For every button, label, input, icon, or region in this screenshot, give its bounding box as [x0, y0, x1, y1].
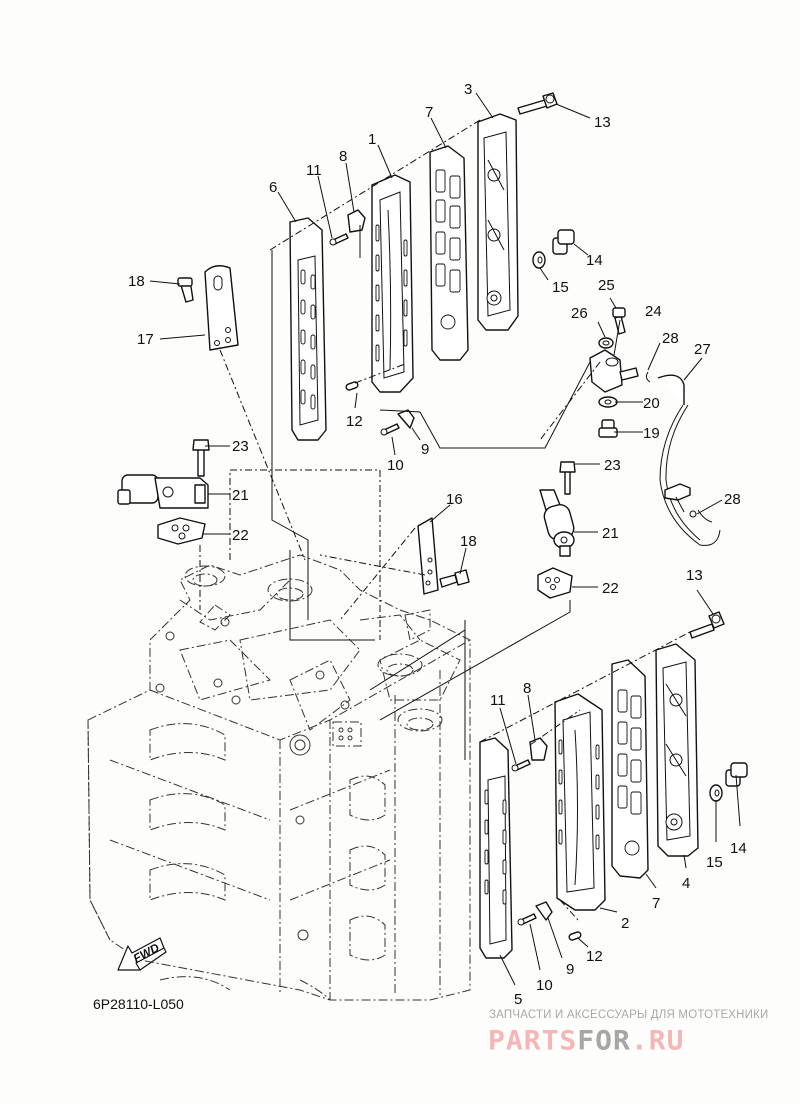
- part-2-exhaust-cover-lower: [554, 693, 606, 911]
- callout-14: 14: [730, 840, 747, 857]
- leader-lines: [149, 92, 741, 986]
- callout-13: 13: [686, 567, 703, 584]
- part-9-clamp-upper: [397, 409, 415, 429]
- callout-12: 12: [586, 948, 603, 965]
- part-25-bolt: [612, 307, 626, 335]
- callout-8: 8: [523, 680, 531, 697]
- part-14-plug-lower: [725, 762, 748, 787]
- part-22-gasket-right: [537, 567, 573, 599]
- callout-4: 4: [682, 875, 690, 892]
- callout-22: 22: [602, 580, 619, 597]
- part-15-washer-lower: [709, 784, 723, 802]
- part-9-clamp-lower: [535, 901, 553, 921]
- part-16-bracket: [417, 517, 439, 595]
- watermark-logo-for: FOR: [577, 1024, 631, 1057]
- watermark-logo: PARTSFOR.RU: [488, 1025, 684, 1056]
- callout-6: 6: [269, 179, 277, 196]
- part-17-bracket: [204, 265, 239, 351]
- part-11-screw-upper: [329, 233, 349, 246]
- part-4-exhaust-outer-cover-lower: [655, 643, 699, 857]
- callout-3: 3: [464, 81, 472, 98]
- part-21-solenoid-valve-right: [539, 489, 575, 557]
- callout-2: 2: [621, 915, 629, 932]
- part-26-washer: [598, 337, 614, 349]
- callout-20: 20: [643, 395, 660, 412]
- callout-1: 1: [368, 131, 376, 148]
- callout-27: 27: [694, 341, 711, 358]
- part-24-joint: [589, 349, 639, 393]
- part-15-washer-upper: [532, 251, 546, 269]
- callout-26: 26: [571, 305, 588, 322]
- fwd-direction-arrow: FWD: [117, 937, 167, 974]
- part-23-bolt-left: [192, 439, 210, 477]
- callout-13: 13: [594, 114, 611, 131]
- part-8-clamp-lower: [529, 737, 548, 761]
- part-12-pin-upper: [345, 381, 359, 391]
- callout-8: 8: [339, 148, 347, 165]
- part-7-gasket-lower: [611, 659, 649, 879]
- part-3-exhaust-outer-cover-upper: [477, 113, 519, 331]
- callout-19: 19: [643, 425, 660, 442]
- callout-24: 24: [645, 303, 662, 320]
- callout-15: 15: [706, 854, 723, 871]
- part-13-bolt-upper: [517, 92, 558, 115]
- part-6-gasket-upper: [289, 217, 327, 441]
- callout-28: 28: [662, 330, 679, 347]
- part-12-pin-lower: [568, 931, 582, 941]
- watermark-tagline: ЗАПЧАСТИ И АКСЕССУАРЫ ДЛЯ МОТОТЕХНИКИ: [489, 1009, 769, 1021]
- part-1-exhaust-cover-upper: [371, 174, 414, 393]
- engine-block: [87, 554, 471, 1001]
- callout-25: 25: [598, 277, 615, 294]
- callout-21: 21: [232, 487, 249, 504]
- callout-9: 9: [566, 961, 574, 978]
- callout-23: 23: [232, 438, 249, 455]
- part-20-washer: [598, 396, 618, 408]
- part-13-bolt-lower: [689, 611, 725, 639]
- callout-18: 18: [460, 533, 477, 550]
- watermark-logo-parts: PARTS: [488, 1024, 578, 1057]
- callout-7: 7: [425, 104, 433, 121]
- callout-labels: 3 13 7 1 8 11 6 14 15 25 26 24 28 27 20 …: [128, 81, 747, 1008]
- callout-28: 28: [724, 491, 741, 508]
- callout-10: 10: [387, 457, 404, 474]
- callout-21: 21: [602, 525, 619, 542]
- callout-12: 12: [346, 413, 363, 430]
- part-18-bolt-right: [439, 569, 470, 588]
- callout-14: 14: [586, 252, 603, 269]
- part-23-bolt-right: [559, 461, 576, 495]
- callout-18: 18: [128, 273, 145, 290]
- part-19-bolt: [598, 419, 618, 438]
- part-10-screw-upper: [380, 423, 400, 436]
- part-27-hose: [657, 374, 721, 546]
- callout-9: 9: [421, 441, 429, 458]
- callout-15: 15: [552, 279, 569, 296]
- callout-11: 11: [306, 162, 322, 179]
- part-28-clip-lower: [689, 510, 697, 518]
- part-14-plug-upper: [552, 229, 575, 255]
- part-7-gasket-upper: [429, 145, 469, 361]
- diagram-part-code: 6P28110-L050: [93, 996, 184, 1012]
- part-18-bolt-upper: [177, 277, 194, 303]
- callout-11: 11: [490, 692, 506, 709]
- part-10-screw-lower: [517, 913, 537, 926]
- callout-10: 10: [536, 977, 553, 994]
- part-28-clip-upper: [645, 371, 651, 383]
- part-22-gasket-left: [157, 517, 206, 545]
- part-5-gasket-lower: [479, 737, 513, 959]
- part-8-clamp-upper: [347, 209, 366, 233]
- part-11-screw-lower: [511, 759, 531, 772]
- part-21-solenoid-valve-left: [117, 474, 209, 509]
- callout-22: 22: [232, 527, 249, 544]
- watermark-logo-ru: .RU: [630, 1024, 685, 1057]
- callout-17: 17: [137, 331, 154, 348]
- callout-7: 7: [652, 895, 660, 912]
- assembly-lines: [199, 119, 691, 921]
- callout-16: 16: [446, 491, 463, 508]
- callout-23: 23: [604, 457, 621, 474]
- callout-5: 5: [514, 991, 522, 1008]
